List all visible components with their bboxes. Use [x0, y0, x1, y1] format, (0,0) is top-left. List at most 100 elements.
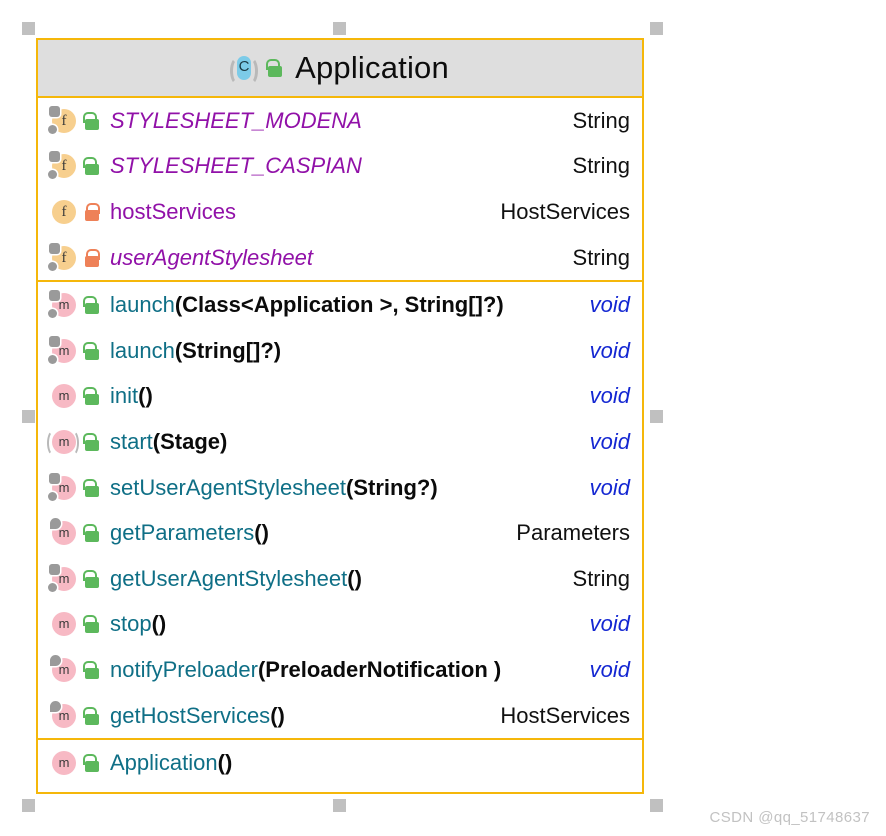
- member-params: (String[]?): [174, 337, 282, 363]
- member-type: String: [572, 565, 630, 591]
- method-icon: m: [48, 518, 78, 548]
- member-type: void: [589, 337, 630, 363]
- member-params: (): [254, 520, 269, 546]
- member-name: start: [110, 428, 153, 454]
- public-unlocked-icon: [265, 57, 285, 79]
- member-signature: launch(Class<Application >, String[]?): [110, 292, 580, 318]
- method-icon: m: [48, 748, 78, 778]
- member-name: init: [110, 383, 139, 409]
- member-params: (): [270, 702, 285, 728]
- member-type: String: [572, 244, 630, 270]
- handle-top-left[interactable]: [22, 22, 35, 35]
- member-signature: userAgentStylesheet: [110, 245, 563, 271]
- member-type: String: [572, 107, 630, 133]
- handle-bottom-center[interactable]: [333, 799, 346, 812]
- method-row[interactable]: m launch(Class<Application >, String[]?) v…: [38, 282, 642, 328]
- handle-middle-left[interactable]: [22, 410, 35, 423]
- member-signature: init(): [110, 383, 580, 409]
- field-row[interactable]: f userAgentStylesheet String: [38, 235, 642, 281]
- handle-bottom-left[interactable]: [22, 799, 35, 812]
- member-params: (Stage): [152, 428, 228, 454]
- method-icon: m: [48, 472, 78, 503]
- public-unlocked-icon: [82, 613, 102, 635]
- member-name: launch: [110, 337, 175, 363]
- member-name: userAgentStylesheet: [110, 244, 314, 270]
- member-signature: getHostServices(): [110, 703, 490, 729]
- member-name: getUserAgentStylesheet: [110, 565, 348, 591]
- member-type: HostServices: [500, 702, 630, 728]
- method-icon: m: [48, 563, 78, 594]
- public-unlocked-icon: [82, 659, 102, 681]
- member-signature: launch(String[]?): [110, 338, 580, 364]
- method-icon: m: [48, 290, 78, 320]
- public-unlocked-icon: [82, 155, 102, 177]
- method-icon: m: [48, 700, 78, 731]
- public-unlocked-icon: [82, 385, 102, 407]
- member-params: (): [138, 383, 153, 409]
- member-type: void: [589, 292, 630, 318]
- member-type: void: [589, 383, 630, 409]
- method-icon: m: [48, 335, 78, 366]
- method-row[interactable]: m setUserAgentStylesheet(String?) void: [38, 465, 642, 511]
- member-signature: getUserAgentStylesheet(): [110, 566, 563, 592]
- handle-top-center[interactable]: [333, 22, 346, 35]
- member-name: setUserAgentStylesheet: [110, 474, 347, 500]
- member-signature: hostServices: [110, 199, 490, 225]
- member-signature: stop(): [110, 611, 580, 637]
- method-row[interactable]: m getParameters() Parameters: [38, 510, 642, 556]
- public-unlocked-icon: [82, 431, 102, 453]
- member-params: (String?): [346, 474, 438, 500]
- member-type: void: [589, 474, 630, 500]
- public-unlocked-icon: [82, 340, 102, 362]
- method-icon: m: [48, 654, 78, 685]
- member-signature: STYLESHEET_CASPIAN: [110, 153, 563, 179]
- member-signature: start(Stage): [110, 429, 580, 455]
- method-icon: m: [48, 381, 78, 411]
- field-icon: f: [48, 242, 78, 273]
- public-unlocked-icon: [82, 568, 102, 590]
- handle-top-right[interactable]: [650, 22, 663, 35]
- member-signature: STYLESHEET_MODENA: [110, 108, 563, 134]
- field-icon: f: [48, 151, 78, 181]
- method-row[interactable]: m getHostServices() HostServices: [38, 693, 642, 739]
- method-row[interactable]: m init() void: [38, 374, 642, 420]
- member-type: void: [589, 611, 630, 637]
- method-row[interactable]: m stop() void: [38, 602, 642, 648]
- method-icon: m: [48, 609, 78, 639]
- member-type: Parameters: [516, 520, 630, 546]
- field-icon: f: [48, 105, 78, 136]
- member-params: (): [347, 565, 362, 591]
- handle-bottom-right[interactable]: [650, 799, 663, 812]
- member-params: (Class<Application >, String[]?): [174, 292, 504, 318]
- member-name: launch: [110, 292, 175, 318]
- method-icon: m: [47, 427, 79, 457]
- class-header: C Application: [38, 40, 642, 98]
- private-locked-icon: [82, 247, 102, 269]
- member-name: hostServices: [110, 198, 236, 224]
- public-unlocked-icon: [82, 705, 102, 727]
- public-unlocked-icon: [82, 752, 102, 774]
- public-unlocked-icon: [82, 294, 102, 316]
- member-type: String: [572, 153, 630, 179]
- member-name: getHostServices: [110, 702, 271, 728]
- method-row[interactable]: m launch(String[]?) void: [38, 328, 642, 374]
- member-type: void: [589, 656, 630, 682]
- public-unlocked-icon: [82, 110, 102, 132]
- field-row[interactable]: f STYLESHEET_MODENA String: [38, 98, 642, 144]
- class-abstract-icon: C: [230, 55, 259, 85]
- member-name: getParameters: [110, 520, 255, 546]
- method-row[interactable]: m getUserAgentStylesheet() String: [38, 556, 642, 602]
- member-name: STYLESHEET_CASPIAN: [110, 153, 362, 179]
- handle-middle-right[interactable]: [650, 410, 663, 423]
- member-signature: getParameters(): [110, 520, 506, 546]
- member-type: HostServices: [500, 198, 630, 224]
- field-row[interactable]: f STYLESHEET_CASPIAN String: [38, 144, 642, 190]
- private-locked-icon: [82, 201, 102, 223]
